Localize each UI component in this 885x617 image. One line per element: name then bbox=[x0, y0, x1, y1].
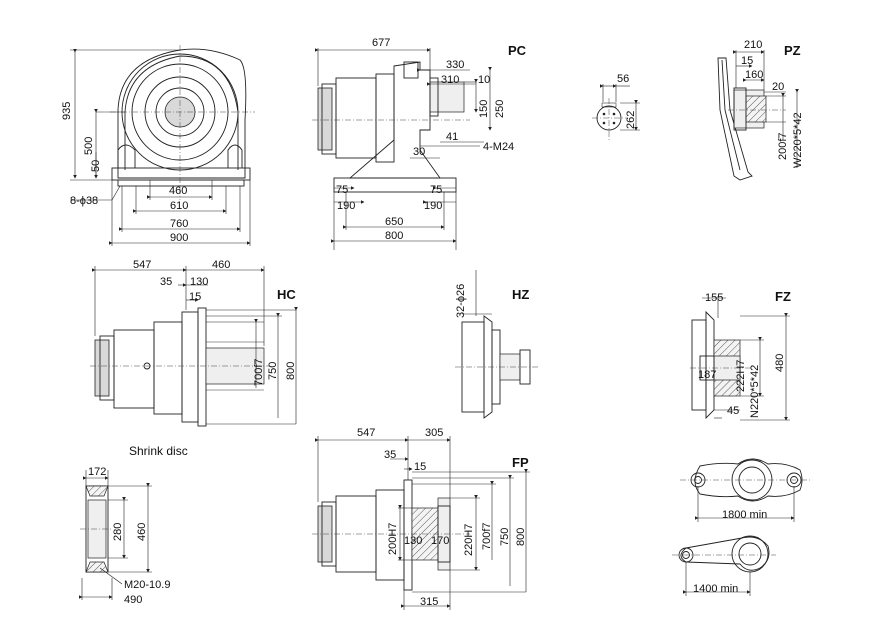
dim-170: 170 bbox=[431, 535, 449, 547]
dim-900: 900 bbox=[170, 232, 188, 244]
dim-480: 480 bbox=[774, 354, 786, 372]
torque-arm-1800: 1800 min bbox=[680, 458, 812, 522]
main-front-view: 935 500 50 460 610 760 900 8-ϕ38 bbox=[61, 45, 255, 246]
dim-20: 20 bbox=[772, 81, 784, 93]
dim-41: 41 bbox=[446, 131, 458, 143]
dim-130: 130 bbox=[404, 535, 422, 547]
dim-1800-min: 1800 min bbox=[722, 509, 767, 521]
hz-title: HZ bbox=[512, 287, 529, 302]
shrink-disc-caption: Shrink disc bbox=[129, 444, 188, 458]
hc-title: HC bbox=[277, 287, 296, 302]
dim-15: 15 bbox=[189, 291, 201, 303]
dim-935: 935 bbox=[61, 102, 73, 120]
dim-1400-min: 1400 min bbox=[693, 583, 738, 595]
dim-n220: N220*5*42 bbox=[749, 365, 761, 418]
dim-220h7: 220H7 bbox=[463, 524, 475, 556]
dim-677: 677 bbox=[372, 37, 390, 49]
dim-160: 160 bbox=[745, 69, 763, 81]
shrink-disc-view: Shrink disc 172 280 460 M20-10.9 490 bbox=[79, 444, 188, 606]
fp-view: FP 547 305 35 15 200H7 130 170 220H7 700… bbox=[312, 427, 530, 610]
torque-arm-1400: 1400 min bbox=[672, 535, 776, 596]
fz-title: FZ bbox=[775, 289, 791, 304]
dim-610: 610 bbox=[170, 200, 188, 212]
dim-m20: M20-10.9 bbox=[124, 579, 170, 591]
dim-200h7: 200H7 bbox=[387, 523, 399, 555]
fz-view: FZ 155 187 222H7 N220*5*42 480 45 bbox=[690, 289, 791, 421]
dim-15: 15 bbox=[741, 55, 753, 67]
dim-650: 650 bbox=[385, 216, 403, 228]
pc-shaft-view: 56 262 bbox=[592, 73, 640, 140]
pz-view: PZ 210 15 160 20 200f7 W220*5*42 bbox=[717, 39, 804, 181]
dim-200f7: 200f7 bbox=[777, 132, 789, 160]
dim-150: 150 bbox=[478, 100, 490, 118]
dim-760: 760 bbox=[170, 218, 188, 230]
dim-172: 172 bbox=[88, 466, 106, 478]
dim-460: 460 bbox=[212, 259, 230, 271]
dim-75-right: 75 bbox=[430, 184, 442, 196]
dim-305: 305 bbox=[425, 427, 443, 439]
dim-330: 330 bbox=[446, 59, 464, 71]
dim-holes: 8-ϕ38 bbox=[70, 195, 98, 207]
dim-4m24: 4-M24 bbox=[483, 141, 514, 153]
dim-30: 30 bbox=[413, 146, 425, 158]
dim-222h7: 222H7 bbox=[735, 360, 747, 392]
dim-45: 45 bbox=[727, 405, 739, 417]
pc-title: PC bbox=[508, 43, 527, 58]
hz-view: HZ 32-ϕ26 bbox=[455, 270, 538, 419]
dim-700f7: 700f7 bbox=[481, 522, 493, 550]
dim-35: 35 bbox=[384, 449, 396, 461]
dim-32-holes: 32-ϕ26 bbox=[455, 284, 467, 318]
dim-460: 460 bbox=[136, 523, 148, 541]
dim-750: 750 bbox=[267, 362, 279, 380]
dim-315: 315 bbox=[420, 596, 438, 608]
dim-210: 210 bbox=[744, 39, 762, 51]
pz-title: PZ bbox=[784, 43, 801, 58]
dim-187: 187 bbox=[698, 369, 716, 381]
dim-750: 750 bbox=[499, 528, 511, 546]
dim-50: 50 bbox=[90, 160, 102, 172]
dim-280: 280 bbox=[112, 523, 124, 541]
dim-310: 310 bbox=[441, 74, 459, 86]
dim-547: 547 bbox=[357, 427, 375, 439]
fp-title: FP bbox=[512, 455, 529, 470]
dim-190-left: 190 bbox=[337, 200, 355, 212]
dim-56: 56 bbox=[617, 73, 629, 85]
pc-view: PC 677 330 310 10 150 250 41 4-M24 30 75… bbox=[312, 37, 527, 250]
dim-800: 800 bbox=[385, 230, 403, 242]
dim-75-left: 75 bbox=[336, 184, 348, 196]
dim-155: 155 bbox=[705, 292, 723, 304]
dim-460: 460 bbox=[169, 185, 187, 197]
dim-35: 35 bbox=[160, 276, 172, 288]
dim-700f7: 700f7 bbox=[253, 358, 265, 386]
dim-500: 500 bbox=[83, 137, 95, 155]
dim-15: 15 bbox=[414, 461, 426, 473]
dim-190-right: 190 bbox=[424, 200, 442, 212]
dim-800: 800 bbox=[515, 528, 527, 546]
dim-250: 250 bbox=[494, 100, 506, 118]
dim-490: 490 bbox=[124, 594, 142, 606]
dim-262: 262 bbox=[625, 111, 637, 129]
dim-547: 547 bbox=[133, 259, 151, 271]
dim-w220: W220*5*42 bbox=[792, 112, 804, 168]
dim-10: 10 bbox=[478, 74, 490, 86]
dim-130: 130 bbox=[190, 276, 208, 288]
dim-800: 800 bbox=[285, 362, 297, 380]
hc-view: HC 547 460 35 130 15 700f7 750 800 bbox=[90, 259, 298, 427]
